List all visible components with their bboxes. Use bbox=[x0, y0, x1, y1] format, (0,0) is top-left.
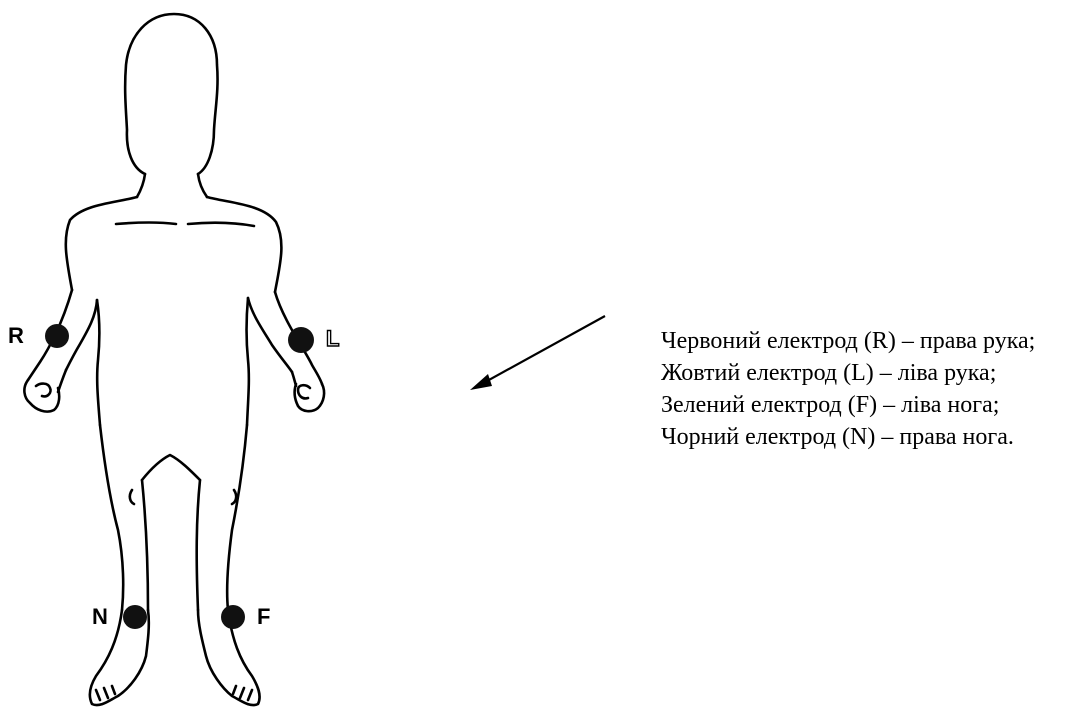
legend-black: Чорний електрод (N) – права нога. bbox=[538, 421, 1044, 453]
electrode-l: L bbox=[288, 326, 339, 353]
electrode-r: R bbox=[8, 323, 69, 348]
electrode-n-dot bbox=[123, 605, 147, 629]
electrode-r-dot bbox=[45, 324, 69, 348]
human-body-outline bbox=[24, 14, 324, 705]
electrode-f-label: F bbox=[257, 604, 270, 629]
electrode-l-label: L bbox=[326, 326, 339, 351]
electrode-r-label: R bbox=[8, 323, 24, 348]
legend-green: Зелений електрод (F) – ліва нога; bbox=[538, 389, 1044, 421]
arrow-head-icon bbox=[470, 374, 492, 390]
electrode-legend: Червоний електрод (R) – права рука; Жовт… bbox=[538, 325, 1044, 453]
electrode-f: F bbox=[221, 604, 270, 629]
electrode-f-dot bbox=[221, 605, 245, 629]
electrode-n-label: N bbox=[92, 604, 108, 629]
legend-red: Червоний електрод (R) – права рука; bbox=[538, 325, 1044, 357]
legend-yellow: Жовтий електрод (L) – ліва рука; bbox=[538, 357, 1044, 389]
electrode-l-dot bbox=[288, 327, 314, 353]
